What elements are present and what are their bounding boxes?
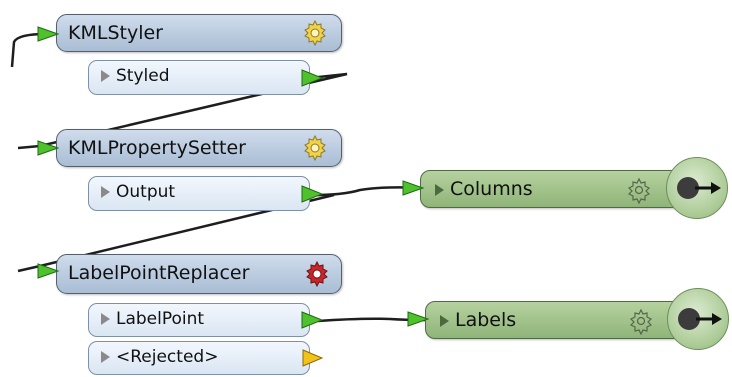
port-label: Output	[116, 182, 176, 202]
writer-feature-type-labels[interactable]: Labels	[425, 301, 687, 339]
port-label: Styled	[116, 66, 170, 86]
writer-output-circle[interactable]	[666, 157, 728, 219]
writer-label: Columns	[450, 178, 533, 200]
output-port-labelpoint[interactable]: LabelPoint	[88, 303, 310, 337]
connection-line	[299, 186, 421, 197]
connection-line	[17, 72, 348, 150]
transformer-kmlstyler[interactable]: KMLStyler	[56, 14, 342, 52]
output-dot-icon	[677, 177, 699, 199]
expand-triangle-icon	[440, 315, 449, 327]
expand-triangle-icon	[101, 70, 110, 82]
connection-line	[317, 317, 426, 323]
gear-icon[interactable]	[303, 260, 331, 288]
output-port-output[interactable]: Output	[88, 176, 310, 211]
transformer-labelpointreplacer[interactable]: LabelPointReplacer	[56, 254, 342, 294]
gear-icon[interactable]	[301, 19, 329, 47]
expand-triangle-icon	[435, 184, 444, 196]
expand-triangle-icon	[101, 313, 110, 325]
transformer-title: LabelPointReplacer	[68, 262, 250, 284]
expand-triangle-icon	[101, 186, 110, 198]
output-port-rejected[interactable]: <Rejected>	[88, 341, 310, 375]
transformer-kmlpropertysetter[interactable]: KMLPropertySetter	[56, 129, 342, 167]
writer-output-circle[interactable]	[667, 288, 729, 350]
transformer-title: KMLStyler	[68, 22, 163, 44]
output-dot-icon	[678, 308, 700, 330]
gear-icon[interactable]	[625, 176, 653, 204]
port-label: <Rejected>	[116, 347, 219, 367]
output-arrow-icon	[695, 182, 721, 194]
writer-label: Labels	[455, 309, 517, 331]
expand-triangle-icon	[101, 351, 110, 363]
transformer-title: KMLPropertySetter	[68, 137, 246, 159]
writer-feature-type-columns[interactable]: Columns	[420, 170, 685, 208]
gear-icon[interactable]	[627, 307, 655, 335]
connection-line	[10, 32, 47, 68]
output-arrow-icon	[696, 313, 722, 325]
output-port-styled[interactable]: Styled	[88, 60, 310, 95]
gear-icon[interactable]	[301, 134, 329, 162]
port-label: LabelPoint	[116, 309, 205, 329]
